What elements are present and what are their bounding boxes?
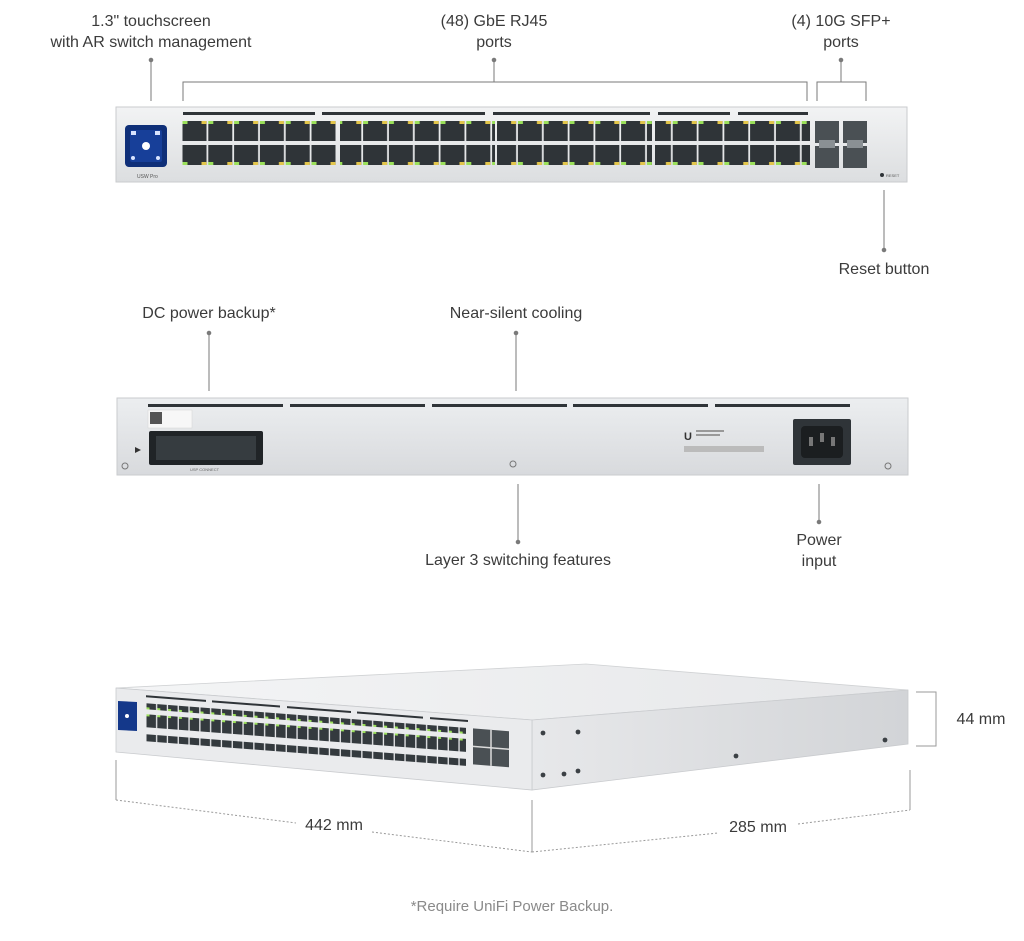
rear-panel-view: USP CONNECT U [116,397,909,476]
rj45-label-line1: (48) GbE RJ45 [440,13,548,30]
perspective-view [115,663,909,791]
width-dimension-label: 442 mm [305,817,363,834]
layer3-switching-label: Layer 3 switching features [425,552,611,569]
front-leader-lines [148,57,887,253]
power-label-line1: Power [796,532,842,549]
reset-button-label: Reset button [838,261,930,278]
sfp-label-line2: ports [823,34,859,51]
rj45-port-group-4 [655,121,810,167]
reset-tag: RESET [886,173,900,178]
reset-button [880,173,884,177]
ubiquiti-logo-icon: U [684,431,692,443]
power-label-line2: input [801,553,837,570]
depth-dimension-label: 285 mm [729,819,787,836]
front-panel-view: USW Pro RESET [115,106,908,183]
certification-marks [684,446,764,452]
usp-tag: USP CONNECT [190,467,220,472]
rear-leader-lines [206,330,822,545]
sfp-label-line1: (4) 10G SFP+ [791,13,891,30]
touchscreen-label: 1.3" touchscreen with AR switch manageme… [42,11,260,53]
touchscreen-label-line2: with AR switch management [50,34,252,51]
rj45-port-group-1 [182,121,337,167]
footnote: *Require UniFi Power Backup. [410,898,614,915]
rj45-port-group-3 [497,121,652,167]
rj45-port-group-2 [340,121,495,167]
rj45-ports-3d [146,703,466,766]
rj45-ports-label: (48) GbE RJ45 ports [414,11,574,53]
power-input-label: Power input [780,530,858,572]
sfp-ports [815,121,867,168]
touchscreen-label-line1: 1.3" touchscreen [91,13,211,30]
rear-screw [509,460,517,468]
height-dimension-label: 44 mm [956,711,1006,728]
qr-code [150,412,162,424]
model-tag: USW Pro [137,174,158,180]
near-silent-cooling-label: Near-silent cooling [449,305,583,322]
sfp-ports-label: (4) 10G SFP+ ports [770,11,912,53]
dimension-lines [115,691,937,853]
dc-power-backup-label: DC power backup* [142,305,276,322]
rj45-label-line2: ports [476,34,512,51]
